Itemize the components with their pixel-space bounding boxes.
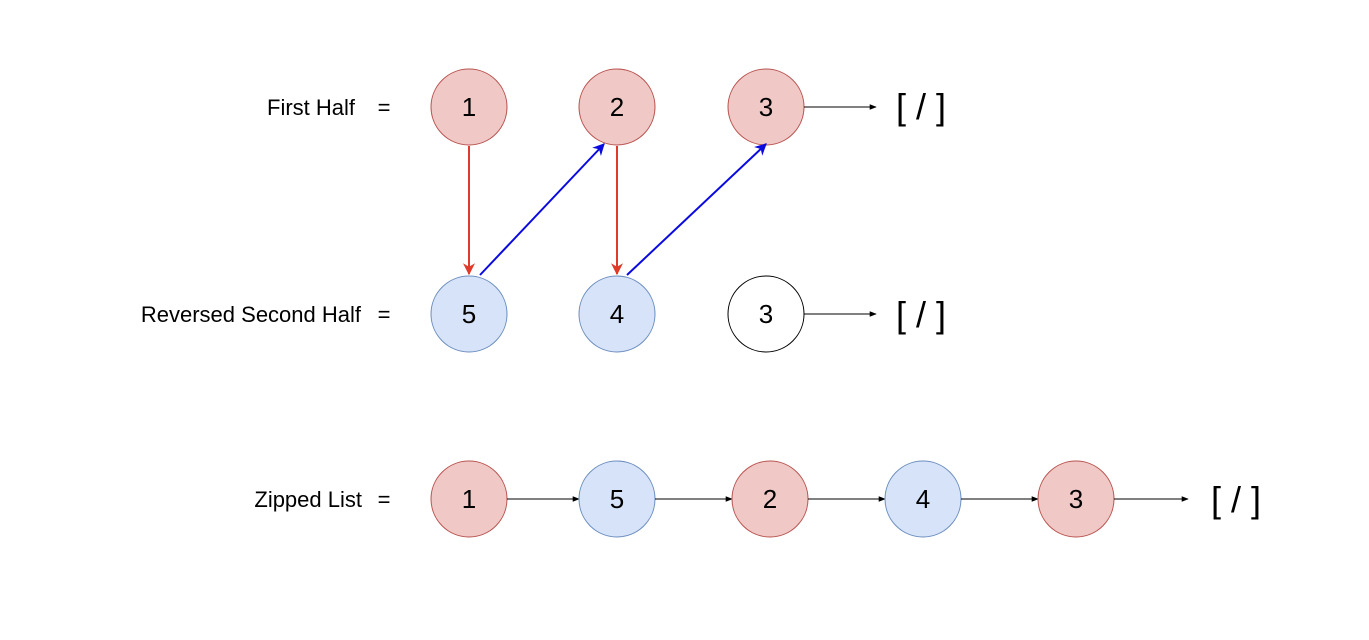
first-half-node-2 bbox=[578, 68, 656, 146]
zipped-node-2-value: 5 bbox=[610, 484, 624, 514]
second-half-node-5 bbox=[430, 275, 508, 353]
first-half-node-3-value: 3 bbox=[759, 92, 773, 122]
reversed-second-half-label: Reversed Second Half bbox=[141, 302, 362, 327]
zipped-node-3-value: 2 bbox=[763, 484, 777, 514]
zipped-node-5-value: 3 bbox=[1069, 484, 1083, 514]
second-half-node-3-value: 3 bbox=[759, 299, 773, 329]
first-half-label: First Half bbox=[267, 95, 356, 120]
blue-arrow-4-to-3 bbox=[626, 143, 767, 276]
zipped-list-label: Zipped List bbox=[254, 487, 362, 512]
second-half-node-4-value: 4 bbox=[610, 299, 624, 329]
first-half-node-2-value: 2 bbox=[610, 92, 624, 122]
second-half-null-terminator: [ / ] bbox=[896, 294, 946, 335]
first-half-null-terminator: [ / ] bbox=[896, 86, 946, 127]
zipped-list-equals: = bbox=[378, 487, 391, 512]
zipped-node-4-value: 4 bbox=[916, 484, 930, 514]
first-half-equals: = bbox=[378, 95, 391, 120]
first-half-node-1 bbox=[430, 68, 508, 146]
zipped-node-1-value: 1 bbox=[462, 484, 476, 514]
reversed-second-half-equals: = bbox=[378, 302, 391, 327]
zipped-null-terminator: [ / ] bbox=[1211, 479, 1261, 520]
first-half-node-1-value: 1 bbox=[462, 92, 476, 122]
second-half-node-4 bbox=[578, 275, 656, 353]
second-half-node-5-value: 5 bbox=[462, 299, 476, 329]
blue-arrow-5-to-2 bbox=[479, 143, 605, 276]
